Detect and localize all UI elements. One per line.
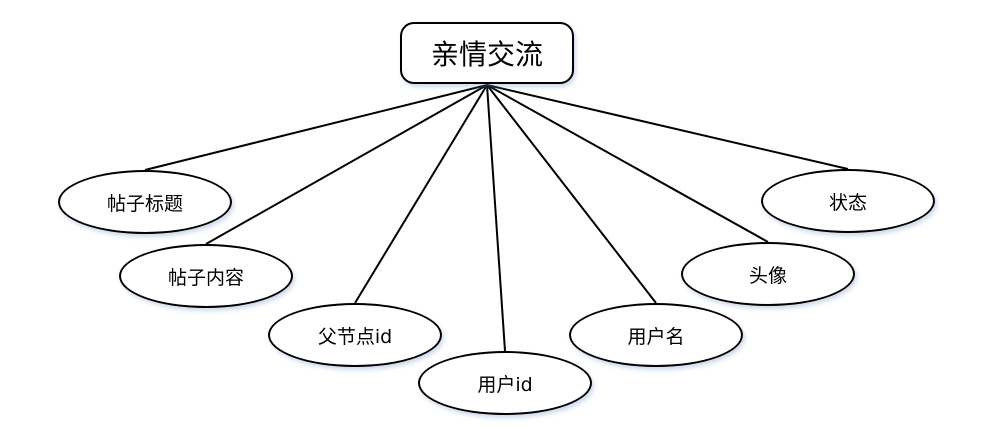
connector-avatar	[486, 84, 769, 243]
attribute-label: 状态	[828, 191, 867, 214]
attribute-label: 用户名	[627, 325, 685, 348]
attribute-status: 状态	[761, 169, 935, 233]
connector-user-id	[486, 84, 506, 352]
attribute-username: 用户名	[569, 303, 743, 367]
attribute-label: 父节点id	[317, 325, 393, 348]
attribute-user-id: 用户id	[418, 351, 592, 415]
attribute-label: 帖子标题	[106, 192, 183, 215]
attribute-parent-node-id: 父节点id	[268, 303, 442, 367]
entity-box: 亲情交流	[400, 22, 574, 84]
connector-post-content	[205, 84, 488, 245]
attribute-label: 帖子内容	[167, 266, 244, 289]
attribute-post-title: 帖子标题	[58, 170, 232, 234]
connector-username	[486, 84, 657, 304]
attribute-label: 用户id	[477, 373, 533, 396]
connector-status	[486, 84, 849, 170]
entity-label: 亲情交流	[430, 38, 543, 71]
attribute-avatar: 头像	[681, 242, 855, 306]
connector-post-title	[144, 84, 488, 171]
connector-parent-node-id	[354, 84, 488, 304]
attribute-post-content: 帖子内容	[119, 244, 293, 308]
attribute-label: 头像	[748, 264, 787, 287]
